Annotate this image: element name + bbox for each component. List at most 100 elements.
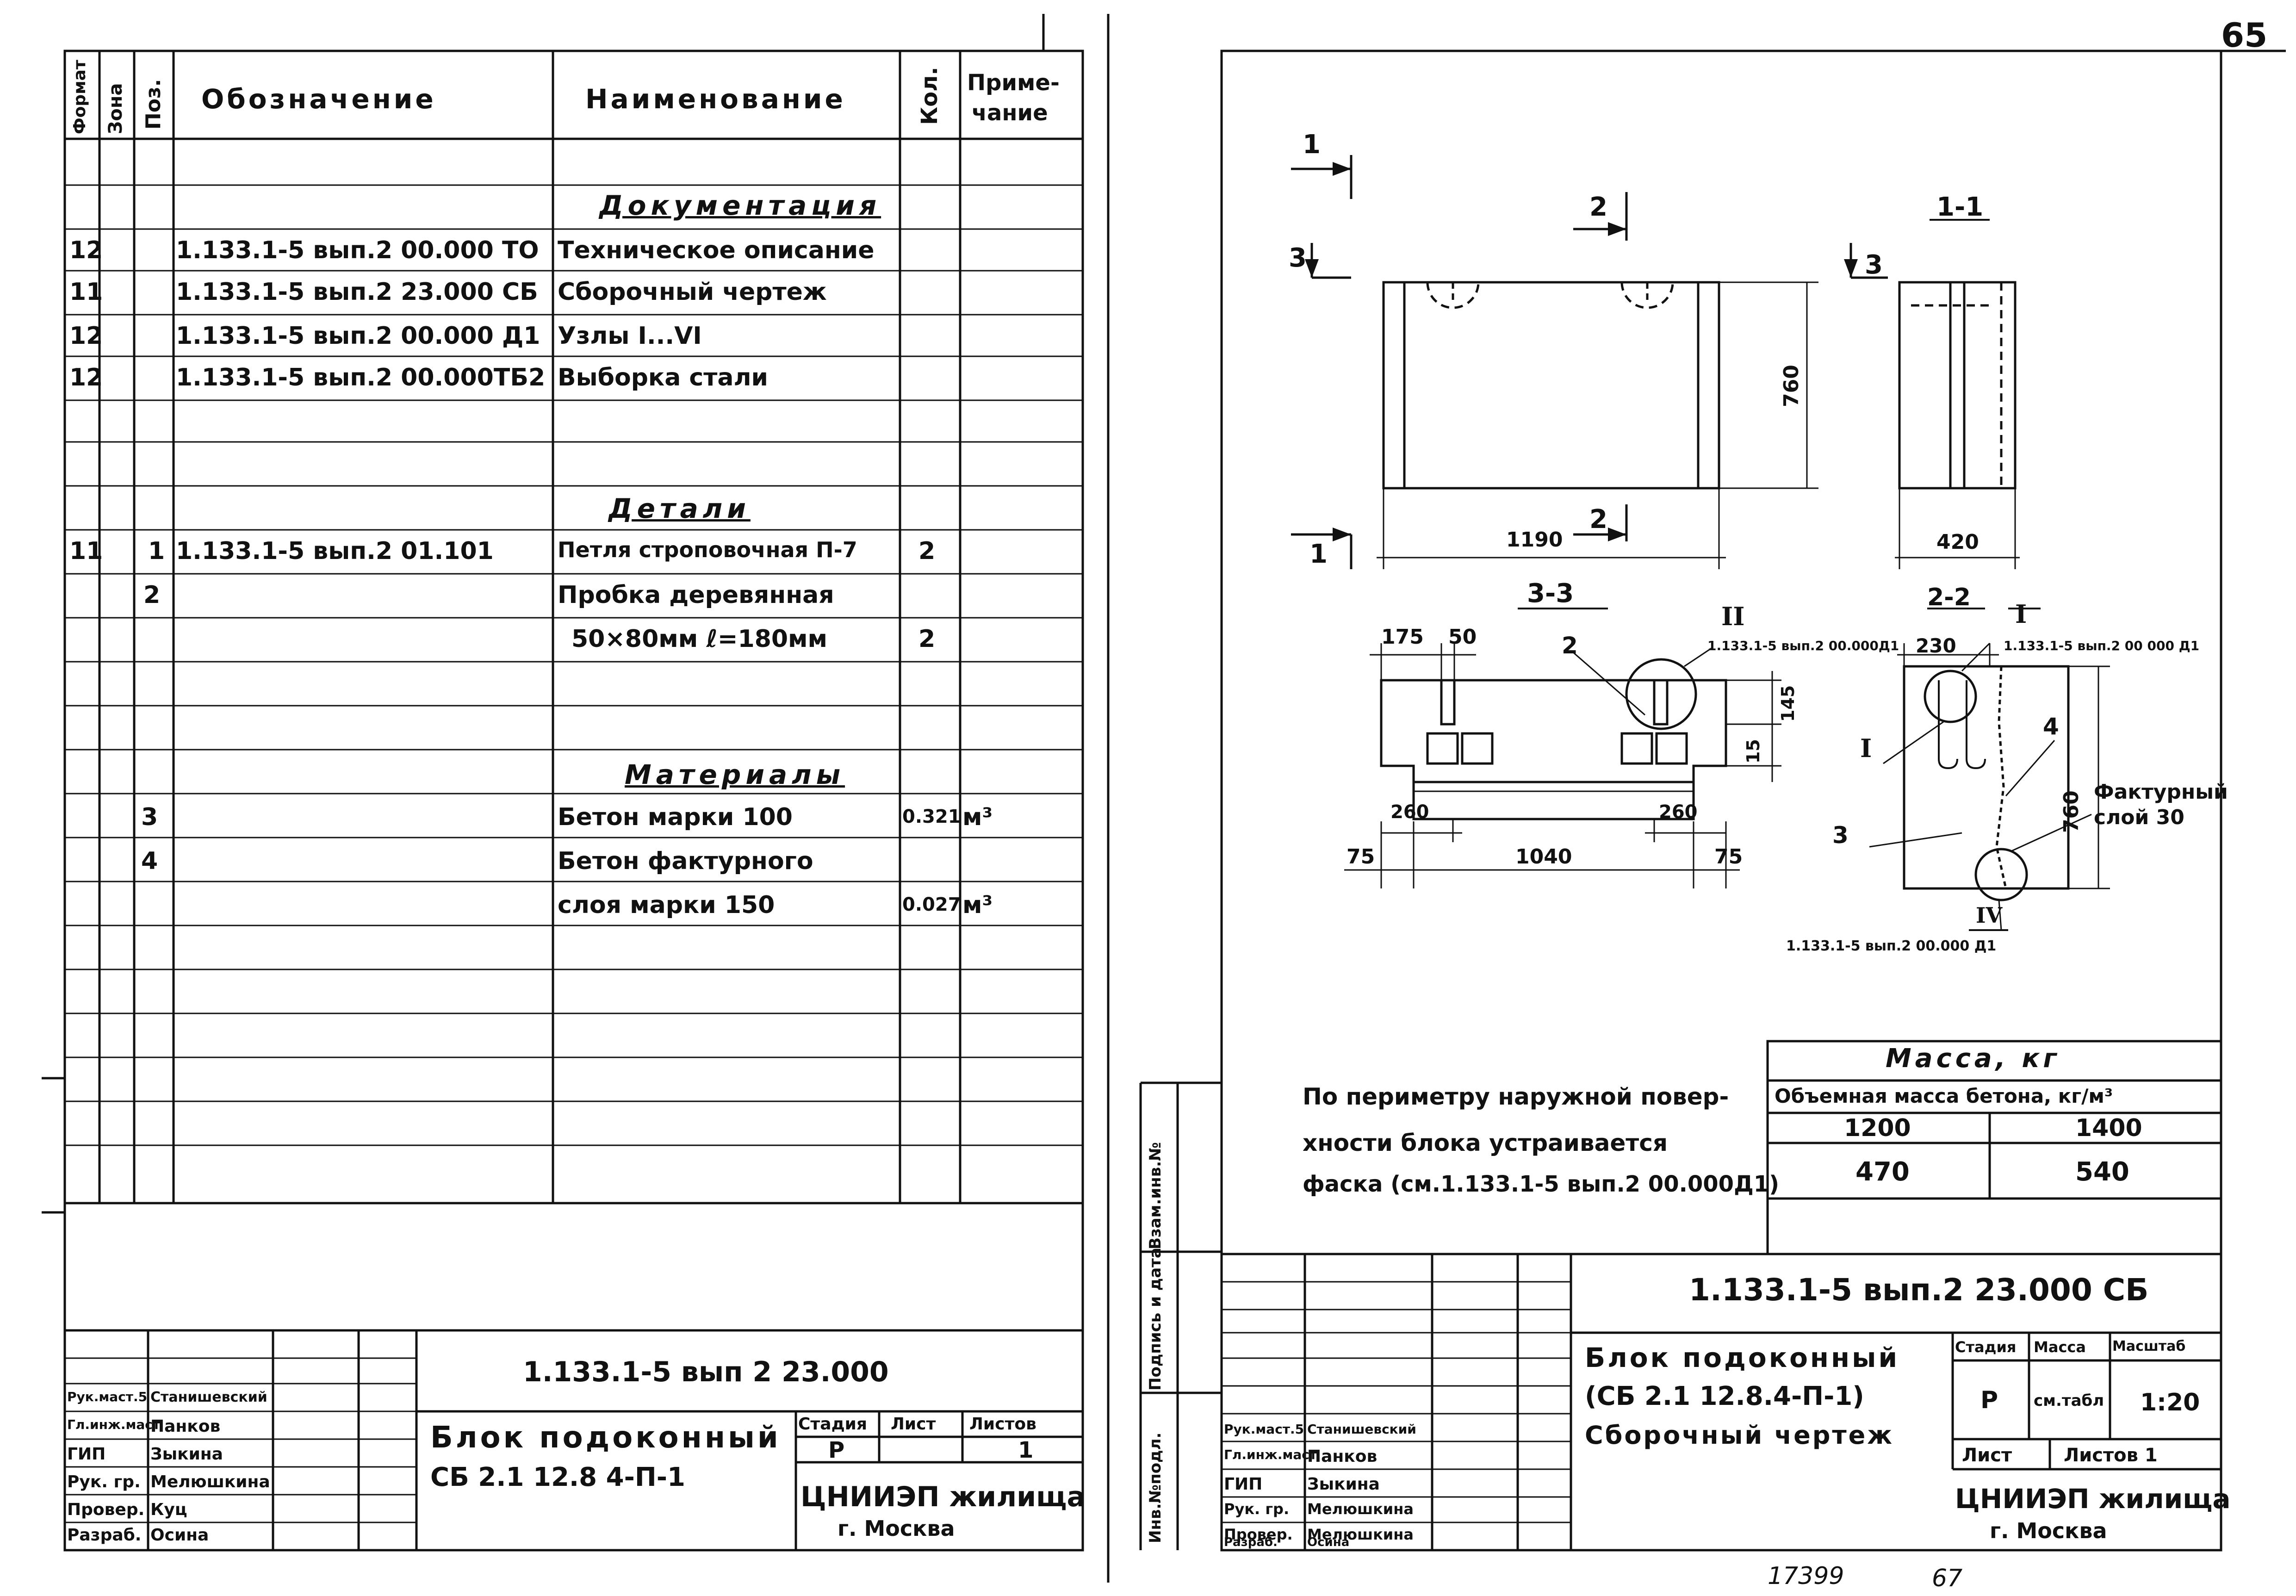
stamp-left-title-1: Блок подоконный xyxy=(430,1421,781,1455)
row-name: Узлы I...VI xyxy=(558,322,702,350)
row-qty: 0.321 xyxy=(902,806,961,827)
row-pos: 4 xyxy=(141,847,158,875)
stamp-right-code: 1.133.1-5 вып.2 23.000 СБ xyxy=(1689,1272,2149,1308)
header-qty: Кол. xyxy=(917,67,943,125)
row-name: Бетон марки 100 xyxy=(558,803,793,831)
stamp-right-role: Гл.инж.маст xyxy=(1224,1447,1317,1462)
cut-label: 1 xyxy=(1309,539,1328,569)
stamp-right-person: Мелюшкина xyxy=(1307,1500,1414,1518)
row-pos: 3 xyxy=(141,803,158,831)
stamp-right-role: ГИП xyxy=(1224,1475,1263,1494)
leader-IV: IV xyxy=(1976,903,2003,928)
header-pos: Поз. xyxy=(142,79,165,130)
leader-I-top: I xyxy=(2015,599,2027,629)
row-name: Сборочный чертеж xyxy=(558,278,827,306)
stamp-right-org-1: ЦНИИЭП жилища xyxy=(1955,1483,2231,1515)
section-label-1-1: 1-1 xyxy=(1936,192,1984,222)
row-qty: 0.027 xyxy=(902,894,961,915)
row-format: 12 xyxy=(69,322,103,350)
side-label-inv: Инв.№подл. xyxy=(1146,1432,1165,1543)
stamp-right-stage-h: Стадия xyxy=(1955,1338,2017,1356)
dim-175: 175 xyxy=(1381,625,1424,649)
stamp-right-person: Панков xyxy=(1307,1447,1378,1466)
row-note: м³ xyxy=(962,803,993,831)
page-number: 67 xyxy=(1932,1565,1963,1592)
row-name: слоя марки 150 xyxy=(558,891,775,919)
header-note-2: чание xyxy=(972,100,1048,126)
stamp-right-person: Зыкина xyxy=(1307,1475,1380,1494)
dim-260-left: 260 xyxy=(1390,801,1429,823)
section-parts: Детали xyxy=(608,493,751,524)
leader-4: 4 xyxy=(2043,713,2059,740)
dim-75-right: 75 xyxy=(1714,845,1743,869)
stamp-right-person: Мелюшкина xyxy=(1307,1526,1414,1543)
ref-II: 1.133.1-5 вып.2 00.000Д1 xyxy=(1707,638,1899,653)
stamp-left-person: Панков xyxy=(150,1417,221,1436)
stamp-left-role: Разраб. xyxy=(67,1526,142,1545)
header-zone: Зона xyxy=(105,83,126,134)
mass-col-1400: 1400 xyxy=(2075,1114,2142,1142)
stamp-right-org-2: г. Москва xyxy=(1990,1518,2107,1543)
stamp-left-role: Рук. гр. xyxy=(67,1472,141,1491)
leader-II: II xyxy=(1721,602,1745,631)
stamp-right-mass-h: Масса xyxy=(2034,1338,2086,1356)
row-format: 11 xyxy=(69,537,103,565)
row-name: 50×80мм ℓ=180мм xyxy=(571,625,828,653)
row-qty: 2 xyxy=(918,625,936,653)
row-format: 12 xyxy=(69,364,103,391)
stamp-left-org-2: г. Москва xyxy=(838,1516,955,1541)
stamp-left-person: Станишевский xyxy=(150,1389,267,1405)
side-label-vzam: Взам.инв.№ xyxy=(1146,1142,1165,1249)
cut-label: 3 xyxy=(1289,243,1307,273)
stamp-right-person: Осина xyxy=(1307,1535,1350,1549)
dim-230: 230 xyxy=(1916,634,1956,657)
stamp-left-sheet-h: Лист xyxy=(891,1415,936,1434)
stamp-left-person: Осина xyxy=(150,1526,209,1545)
stamp-left-code: 1.133.1-5 вып 2 23.000 xyxy=(523,1356,889,1388)
stamp-right-role: Рук. гр. xyxy=(1224,1500,1290,1518)
row-designation: 1.133.1-5 вып.2 23.000 СБ xyxy=(176,278,538,306)
cut-label: 2 xyxy=(1589,504,1607,534)
stamp-right-sheets-h: Листов 1 xyxy=(2064,1445,2158,1466)
stamp-left-person: Куц xyxy=(150,1500,187,1519)
stamp-left-org-1: ЦНИИЭП жилища xyxy=(800,1481,1086,1513)
leader-3: 3 xyxy=(1832,822,1849,849)
stamp-right-role: Рук.маст.5 xyxy=(1224,1422,1304,1437)
mass-val-540: 540 xyxy=(2075,1157,2129,1187)
dim-height: 760 xyxy=(1780,365,1803,407)
mass-title: Масса, кг xyxy=(1886,1043,2060,1074)
mass-subtitle: Объемная масса бетона, кг/м³ xyxy=(1775,1085,2113,1107)
header-designation: Обозначение xyxy=(201,83,436,115)
row-name: Бетон фактурного xyxy=(558,847,813,875)
stamp-right-role: Провер. xyxy=(1224,1526,1293,1543)
row-name: Техническое описание xyxy=(558,236,875,264)
row-pos: 2 xyxy=(143,581,161,609)
stamp-left-role: Провер. xyxy=(67,1500,145,1519)
stamp-right-person: Станишевский xyxy=(1307,1422,1416,1437)
row-designation: 1.133.1-5 вып.2 00.000 Д1 xyxy=(176,322,540,350)
cut-label: 1 xyxy=(1303,130,1321,160)
archive-number: 17399 xyxy=(1768,1562,1844,1590)
dim-260-right: 260 xyxy=(1659,801,1698,823)
row-designation: 1.133.1-5 вып.2 00.000 ТО xyxy=(176,236,539,264)
header-name: Наименование xyxy=(585,83,846,115)
layer-label-1: Фактурный xyxy=(2094,780,2228,804)
note-line: По периметру наружной повер- xyxy=(1303,1083,1729,1110)
header-note-1: Приме- xyxy=(967,70,1060,96)
stamp-right-stage: Р xyxy=(1980,1386,1998,1414)
stamp-left-role: ГИП xyxy=(67,1445,106,1464)
dim-width: 1190 xyxy=(1506,528,1563,552)
leader-I: I xyxy=(1860,733,1872,763)
dim-760-section: 760 xyxy=(2060,790,2083,833)
stamp-right-title-2: (СБ 2.1 12.8.4-П-1) xyxy=(1585,1381,1864,1411)
corner-number: 65 xyxy=(2221,16,2268,55)
section-materials: Материалы xyxy=(625,759,845,790)
header-format: Формат xyxy=(70,60,89,134)
stamp-right-title-1: Блок подоконный xyxy=(1585,1342,1900,1373)
dim-145: 145 xyxy=(1778,685,1798,722)
leader-2: 2 xyxy=(1562,632,1578,659)
stamp-left-person: Зыкина xyxy=(150,1445,223,1464)
ref-IV: 1.133.1-5 вып.2 00.000 Д1 xyxy=(1786,938,1997,954)
stamp-right-scale-h: Масштаб xyxy=(2112,1338,2186,1354)
stamp-right-sheet-h: Лист xyxy=(1962,1445,2012,1466)
